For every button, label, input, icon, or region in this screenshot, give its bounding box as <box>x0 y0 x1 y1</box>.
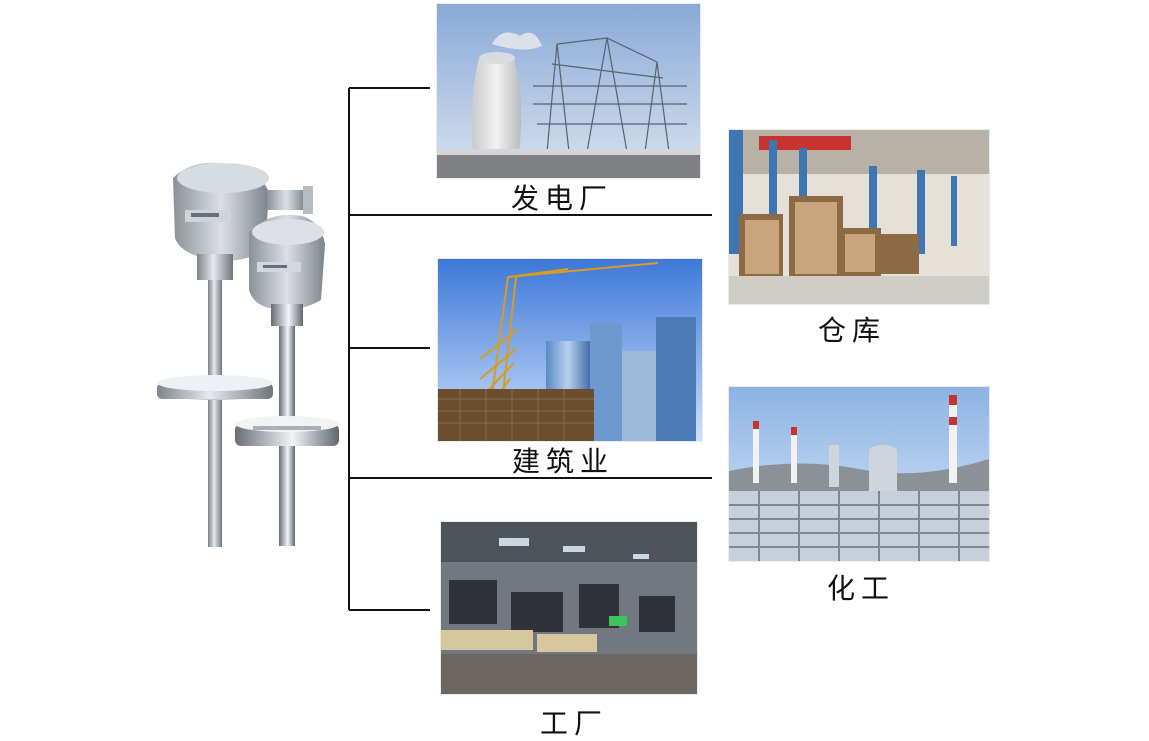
chemical-caption: 化工 <box>827 572 896 605</box>
power-plant-photo <box>437 4 700 178</box>
power-plant-caption: 发电厂 <box>511 182 614 215</box>
warehouse-photo <box>729 130 989 304</box>
factory-photo <box>441 522 697 694</box>
thermocouple-sensor-icon <box>145 158 355 568</box>
chemical-plant-photo <box>729 387 989 561</box>
construction-photo <box>438 259 702 441</box>
warehouse-caption: 仓库 <box>818 314 887 347</box>
construction-caption: 建筑业 <box>512 445 615 478</box>
factory-caption: 工厂 <box>540 707 609 740</box>
